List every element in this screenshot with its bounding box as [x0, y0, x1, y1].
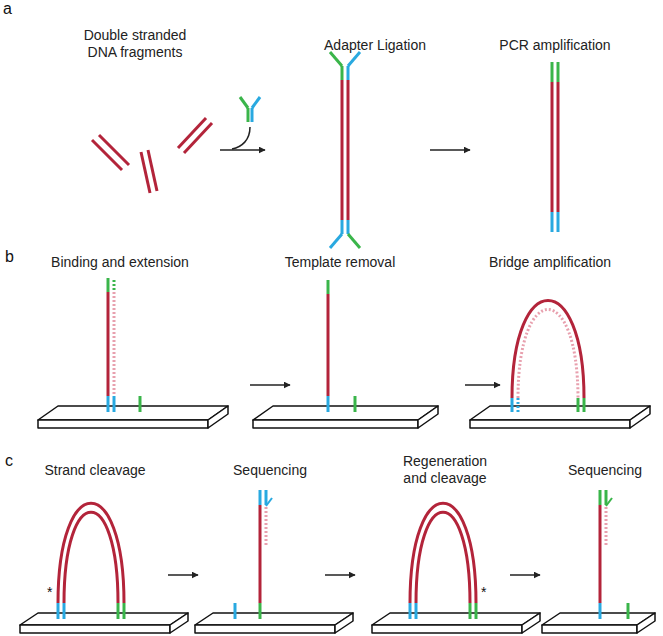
ligated-fragment [330, 52, 360, 248]
step-panel: Binding and extension [25, 252, 250, 432]
step-arrow [168, 574, 198, 576]
step-panel: Sequencing [540, 450, 658, 630]
bridge-strand [512, 301, 584, 413]
bound-strand [108, 278, 140, 412]
sequencing-strand [235, 490, 272, 619]
step-arrow [220, 149, 265, 151]
step-panel: PCR amplification [470, 25, 640, 255]
step-title: PCR amplification [455, 37, 655, 54]
bridge-strand [410, 503, 476, 619]
step-panel: Sequencing [198, 450, 325, 630]
single-strand [328, 280, 355, 412]
dna-fragment [92, 118, 212, 193]
flow-cell-slide [20, 613, 188, 633]
step-arrow [430, 149, 470, 151]
bridge-strand [58, 503, 124, 619]
step-title: Regeneration and cleavage [395, 453, 495, 487]
panel-letter: b [5, 248, 14, 266]
cleavage-mark: * [47, 584, 52, 600]
pcr-product [552, 62, 558, 232]
flow-cell-slide [470, 406, 650, 428]
step-panel: Regeneration and cleavage [355, 450, 510, 630]
step-title: Template removal [265, 254, 415, 271]
step-arrow [250, 384, 290, 386]
step-title: Bridge amplification [450, 254, 650, 271]
panel-letter: c [5, 452, 13, 470]
flow-cell-slide [253, 406, 438, 428]
step-title: Sequencing [550, 462, 660, 479]
flow-cell-slide [195, 613, 353, 633]
step-panel: Double stranded DNA fragments [60, 25, 220, 255]
step-title: Adapter Ligation [275, 37, 475, 54]
cleavage-mark: * [481, 584, 486, 600]
step-arrow [465, 384, 500, 386]
step-panel: Strand cleavage [10, 450, 168, 630]
adapter-symbol [240, 97, 260, 122]
joining-arrow [232, 127, 250, 149]
step-panel: Adapter Ligation [265, 25, 430, 255]
step-title: Strand cleavage [20, 462, 170, 479]
step-panel: Bridge amplification [500, 252, 660, 432]
step-arrow [325, 574, 355, 576]
flow-cell-slide [38, 406, 228, 428]
sequencing-strand [600, 490, 628, 619]
step-title: Binding and extension [20, 254, 220, 271]
step-panel: Template removal [290, 252, 465, 432]
flow-cell-slide [372, 613, 540, 633]
step-title: Sequencing [210, 462, 330, 479]
step-title: Double stranded DNA fragments [70, 27, 200, 61]
panel-letter: a [3, 0, 12, 18]
step-arrow [510, 574, 540, 576]
